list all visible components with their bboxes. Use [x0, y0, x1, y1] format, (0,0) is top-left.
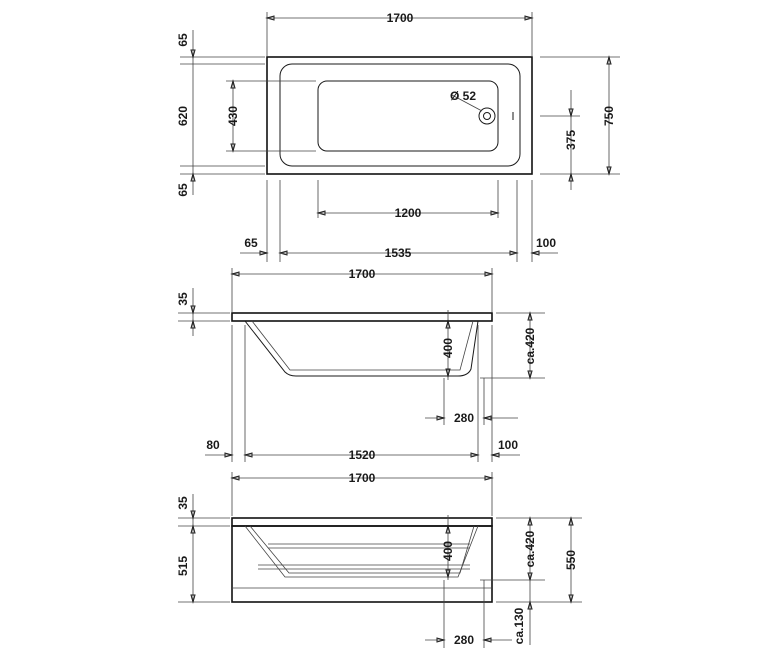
plan-floor-length-dim: 1200 — [395, 206, 422, 220]
side-length-dim: 1700 — [349, 267, 376, 281]
panel-overall-height-dim: 550 — [564, 550, 578, 570]
panel-height-dim: 515 — [176, 556, 190, 576]
panel-total-depth-dim: ca.420 — [523, 530, 537, 567]
panel-depth-dim: 400 — [441, 541, 455, 561]
plan-floor-outline — [317, 80, 499, 152]
drain-icon — [451, 94, 496, 125]
panel-foot-height-dim: ca.130 — [512, 607, 526, 644]
panel-view: 1700 35 515 400 ca.420 550 ca.130 — [176, 471, 582, 648]
side-view: 1700 35 400 ca.420 280 80 — [176, 267, 545, 462]
side-depth-dim: 400 — [441, 338, 455, 358]
panel-length-dim: 1700 — [349, 471, 376, 485]
panel-rim-outline — [231, 517, 493, 527]
panel-drain-position-dim: 280 — [454, 633, 474, 647]
plan-inner-length-dim: 1535 — [385, 246, 412, 260]
plan-view: 1700 65 620 65 430 Ø 52 375 750 1200 — [176, 11, 620, 262]
panel-basin-profile — [244, 525, 479, 578]
side-right-offset-dim: 100 — [498, 438, 518, 452]
plan-width-dim: 750 — [602, 106, 616, 126]
side-basin-profile — [244, 320, 479, 377]
plan-drain-offset-dim: 375 — [564, 130, 578, 150]
panel-rim-thickness-dim: 35 — [176, 496, 190, 510]
plan-drain-diameter-dim: Ø 52 — [450, 89, 476, 103]
plan-rim-top-dim: 65 — [176, 33, 190, 47]
plan-inner-width-dim: 620 — [176, 106, 190, 126]
plan-outer-outline — [266, 56, 533, 175]
side-left-offset-dim: 80 — [206, 438, 220, 452]
plan-rim-bottom-dim: 65 — [176, 183, 190, 197]
plan-floor-width-dim: 430 — [226, 106, 240, 126]
plan-rim-left-dim: 65 — [244, 236, 258, 250]
plan-length-dim: 1700 — [387, 11, 414, 25]
plan-rim-right-dim: 100 — [536, 236, 556, 250]
side-drain-position-dim: 280 — [454, 411, 474, 425]
plan-basin-outline — [279, 63, 521, 167]
side-rim-outline — [231, 312, 493, 322]
side-bottom-length-dim: 1520 — [349, 448, 376, 462]
side-rim-thickness-dim: 35 — [176, 292, 190, 306]
panel-front-outline — [231, 525, 493, 603]
side-total-depth-dim: ca.420 — [523, 327, 537, 364]
